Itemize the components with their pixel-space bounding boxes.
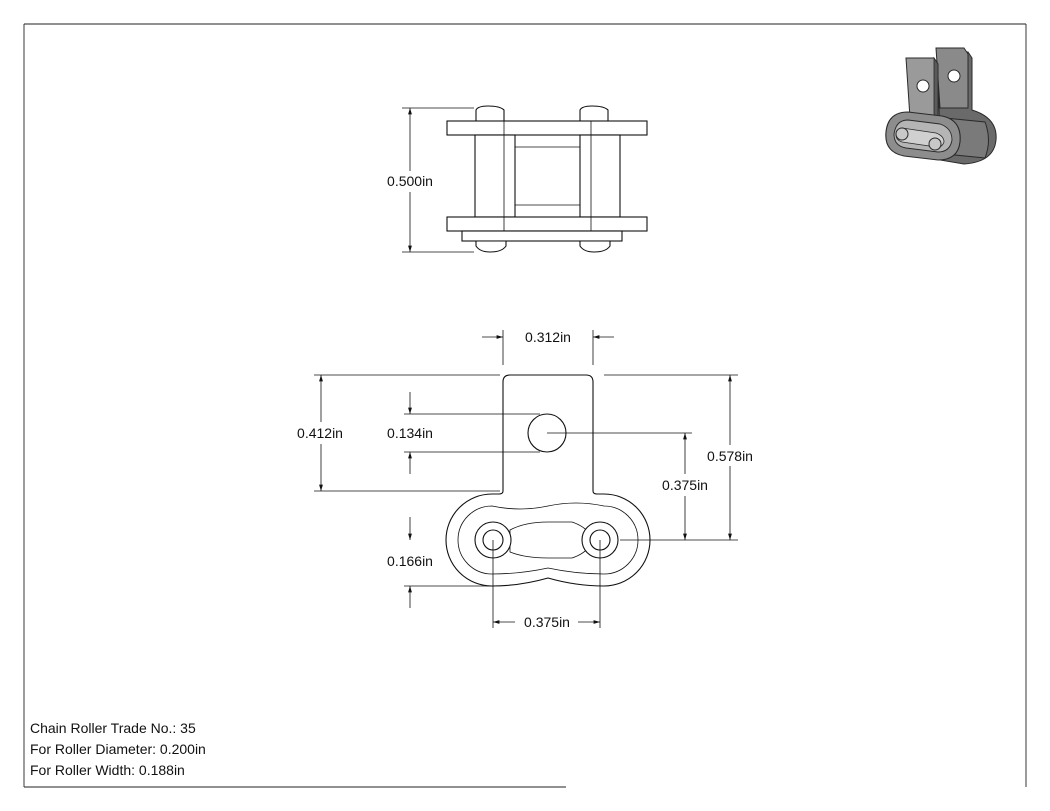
dim-label-top-height: 0.500in	[387, 173, 433, 189]
dim-tab-height: 0.412in	[297, 374, 500, 492]
note-roller-diameter: For Roller Diameter: 0.200in	[30, 741, 206, 757]
dim-label-link-height: 0.166in	[387, 553, 433, 569]
sheet-frame	[23, 23, 1027, 788]
dim-label-tab-width: 0.312in	[525, 329, 571, 345]
dim-hole-to-pin: 0.375in	[547, 432, 708, 540]
dim-top-height: 0.500in	[387, 107, 474, 253]
dim-pitch: 0.375in	[492, 540, 601, 630]
dim-label-hole-to-pin: 0.375in	[662, 477, 708, 493]
dim-label-total-height: 0.578in	[707, 448, 753, 464]
iso-view	[885, 47, 997, 165]
dim-tab-width: 0.312in	[482, 329, 614, 365]
top-view	[446, 105, 648, 253]
dim-hole-diameter: 0.134in	[387, 392, 540, 474]
note-roller-width: For Roller Width: 0.188in	[30, 762, 185, 778]
title-notes: Chain Roller Trade No.: 35 For Roller Di…	[30, 720, 206, 778]
front-view	[445, 374, 651, 587]
dim-label-pitch: 0.375in	[524, 614, 570, 630]
dim-link-height: 0.166in	[387, 517, 492, 608]
dim-total-height: 0.578in	[604, 374, 753, 541]
dim-label-tab-height: 0.412in	[297, 425, 343, 441]
note-trade-no: Chain Roller Trade No.: 35	[30, 720, 196, 736]
dim-label-hole-diameter: 0.134in	[387, 425, 433, 441]
